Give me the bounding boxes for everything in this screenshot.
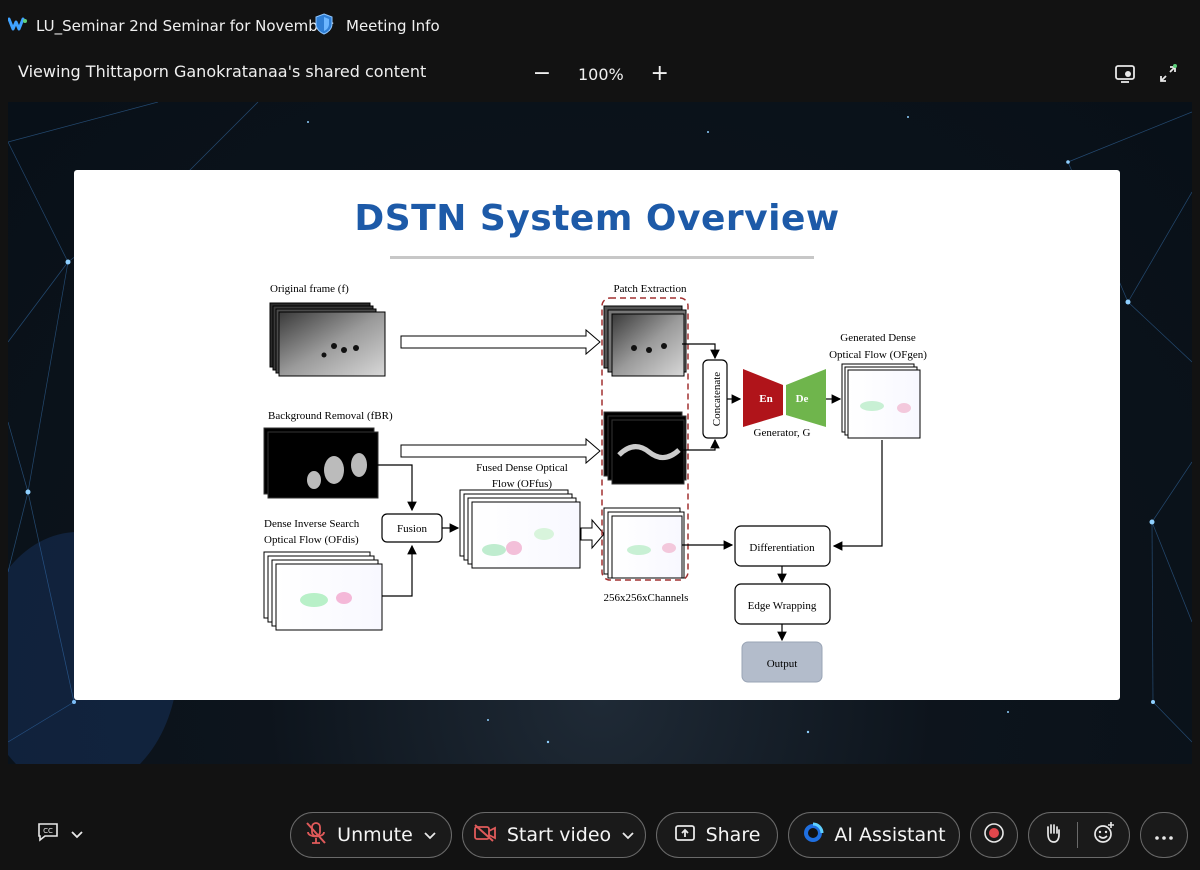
label-generator: Generator, G bbox=[754, 427, 811, 439]
ai-assistant-icon bbox=[802, 822, 824, 849]
patch-black-stack bbox=[603, 411, 687, 485]
unmute-button[interactable]: Unmute bbox=[290, 812, 452, 858]
label-patch-size: 256x256xChannels bbox=[604, 592, 689, 604]
dstn-diagram: Original frame (f) Background Removal (f… bbox=[263, 283, 927, 683]
label-differentiation: Differentiation bbox=[749, 542, 815, 554]
shield-icon bbox=[314, 13, 334, 39]
arrow-fused-to-patch bbox=[580, 518, 605, 550]
label-fused-line1: Fused Dense Optical bbox=[476, 462, 568, 474]
fused-flow-stack bbox=[459, 489, 581, 569]
arrow-frame-to-patch bbox=[400, 328, 601, 356]
video-off-icon bbox=[473, 823, 497, 848]
svg-text:CC: CC bbox=[43, 827, 53, 835]
generator-network: En De bbox=[743, 369, 826, 427]
label-generated-line1: Generated Dense bbox=[840, 332, 916, 344]
share-label: Share bbox=[705, 824, 761, 846]
label-fused-line2: Flow (OFfus) bbox=[492, 478, 553, 490]
label-original-frame: Original frame (f) bbox=[270, 283, 349, 295]
record-icon bbox=[983, 822, 1005, 849]
label-fusion: Fusion bbox=[397, 523, 427, 535]
start-video-button[interactable]: Start video bbox=[462, 812, 646, 858]
concatenate-box: Concatenate bbox=[702, 359, 728, 439]
view-mode-button[interactable] bbox=[1114, 64, 1136, 88]
edge-wrapping-box: Edge Wrapping bbox=[734, 583, 831, 625]
meeting-info-button[interactable]: Meeting Info bbox=[314, 13, 440, 39]
record-button[interactable] bbox=[970, 812, 1018, 858]
label-encoder: En bbox=[759, 393, 772, 405]
ai-assistant-label: AI Assistant bbox=[834, 824, 946, 846]
patch-flow-stack bbox=[603, 507, 685, 579]
more-options-button[interactable] bbox=[1140, 812, 1188, 858]
title-bar: LU_Seminar 2nd Seminar for November Meet… bbox=[0, 0, 1200, 52]
closed-captions-icon: CC bbox=[36, 822, 60, 846]
fusion-box: Fusion bbox=[381, 513, 443, 543]
zoom-level: 100% bbox=[578, 64, 624, 84]
ai-assistant-button[interactable]: AI Assistant bbox=[788, 812, 960, 858]
patch-extraction-group bbox=[601, 297, 689, 581]
divider bbox=[1076, 822, 1078, 848]
patch-gray-stack bbox=[603, 305, 687, 377]
more-horizontal-icon bbox=[1154, 824, 1174, 846]
label-dis-line2: Optical Flow (OFdis) bbox=[264, 534, 359, 546]
app-title: LU_Seminar 2nd Seminar for November bbox=[36, 17, 334, 35]
start-video-label: Start video bbox=[506, 824, 612, 846]
output-box: Output bbox=[741, 641, 823, 683]
label-dis-line1: Dense Inverse Search bbox=[264, 518, 360, 530]
app-title-group: LU_Seminar 2nd Seminar for November bbox=[7, 14, 334, 38]
webex-logo-icon bbox=[7, 16, 28, 36]
background-removal-stack bbox=[263, 427, 379, 499]
share-toolbar bbox=[0, 52, 1200, 102]
label-output: Output bbox=[767, 658, 798, 670]
share-screen-icon bbox=[674, 823, 696, 848]
emoji-reaction-icon[interactable] bbox=[1092, 821, 1116, 850]
raise-hand-icon[interactable] bbox=[1043, 822, 1063, 849]
microphone-muted-icon bbox=[305, 821, 327, 850]
reactions-group bbox=[1028, 812, 1130, 858]
label-edge-wrapping: Edge Wrapping bbox=[748, 600, 817, 612]
zoom-out-button[interactable]: − bbox=[532, 61, 552, 86]
label-concatenate: Concatenate bbox=[711, 372, 723, 426]
title-divider bbox=[390, 256, 814, 259]
generated-flow-stack bbox=[841, 363, 921, 439]
presentation-slide: DSTN System Overview Original frame (f) bbox=[74, 170, 1120, 700]
unmute-label: Unmute bbox=[337, 824, 413, 846]
label-decoder: De bbox=[796, 393, 809, 405]
label-patch-extraction: Patch Extraction bbox=[613, 283, 687, 295]
viewing-shared-content-text: Viewing Thittaporn Ganokratanaa's shared… bbox=[18, 62, 427, 81]
chevron-down-icon bbox=[70, 825, 84, 844]
differentiation-box: Differentiation bbox=[734, 525, 831, 567]
original-frame-stack bbox=[269, 302, 386, 377]
dis-flow-stack bbox=[263, 551, 383, 631]
chevron-down-icon bbox=[423, 824, 437, 846]
view-mode-icon bbox=[1114, 64, 1136, 88]
zoom-controls: − 100% + bbox=[532, 60, 670, 88]
fullscreen-button[interactable] bbox=[1158, 64, 1178, 88]
zoom-in-button[interactable]: + bbox=[650, 61, 669, 86]
captions-button[interactable]: CC bbox=[36, 822, 84, 846]
share-button[interactable]: Share bbox=[656, 812, 778, 858]
label-generated-line2: Optical Flow (OFgen) bbox=[829, 349, 927, 361]
arrow-bgr-to-patch bbox=[400, 437, 601, 465]
label-background-removal: Background Removal (fBR) bbox=[268, 410, 393, 422]
meeting-info-label: Meeting Info bbox=[346, 17, 440, 35]
chevron-down-icon bbox=[621, 824, 635, 846]
expand-icon bbox=[1158, 64, 1178, 88]
slide-title: DSTN System Overview bbox=[354, 198, 840, 239]
